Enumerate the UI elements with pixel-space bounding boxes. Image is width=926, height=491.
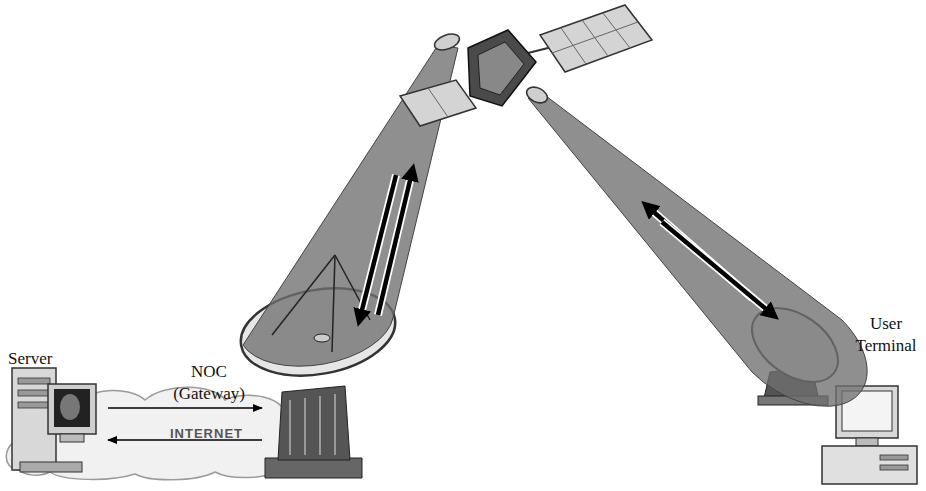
server-node: Server: [4, 346, 104, 474]
feed-tripod: [272, 255, 370, 352]
monitor-stand: [856, 438, 878, 446]
user-terminal-node: User Terminal: [740, 305, 924, 488]
monitor-stand: [60, 434, 84, 442]
drive-bay: [880, 465, 908, 470]
data-flow-arrow: [108, 439, 262, 441]
solar-panel: [540, 5, 652, 72]
pedestal-detail: [319, 396, 321, 455]
drive-bay: [18, 390, 50, 396]
cloud-label: INTERNET: [170, 426, 243, 441]
link-arrows: [360, 172, 772, 318]
solar-panel: [400, 80, 476, 126]
tripod-leg: [272, 255, 335, 335]
pedestal-detail: [334, 394, 336, 455]
drive-bay: [880, 455, 908, 460]
node-label: User Terminal: [850, 313, 922, 357]
drive-bay: [18, 378, 50, 384]
keyboard: [20, 462, 82, 472]
satellite-body: [468, 30, 536, 106]
antenna-base: [265, 458, 362, 478]
node-label: Server: [8, 348, 52, 370]
panel-grid: [561, 28, 586, 64]
forward-arrow: [662, 222, 772, 314]
body-detail: [478, 42, 524, 95]
panel-grid: [428, 88, 448, 117]
server-monitor: [48, 384, 96, 434]
cloud-outline: [6, 387, 301, 480]
arrow-outline: [378, 172, 412, 315]
node-label: NOC (Gateway): [166, 361, 252, 405]
data-flow-arrow: [108, 407, 262, 409]
dish-hub: [314, 334, 330, 342]
gateway-node: NOC (Gateway): [262, 383, 357, 475]
antenna-pedestal: [278, 386, 350, 460]
panel-grid: [603, 13, 630, 48]
arrow-outline: [662, 222, 772, 314]
monitor-screen: [54, 389, 90, 427]
tripod-leg: [332, 255, 335, 352]
uplink-arrow: [378, 172, 412, 315]
pedestal-detail: [289, 400, 291, 455]
desktop-case: [822, 446, 917, 484]
screen-glare: [60, 394, 80, 420]
satellite-antenna: [432, 31, 461, 53]
satellite-antenna: [524, 84, 550, 106]
panel-grid: [552, 22, 638, 53]
satellite: [400, 5, 652, 126]
downlink-beam: [528, 96, 867, 406]
pedestal-detail: [304, 398, 306, 455]
drive-bay: [18, 402, 50, 408]
